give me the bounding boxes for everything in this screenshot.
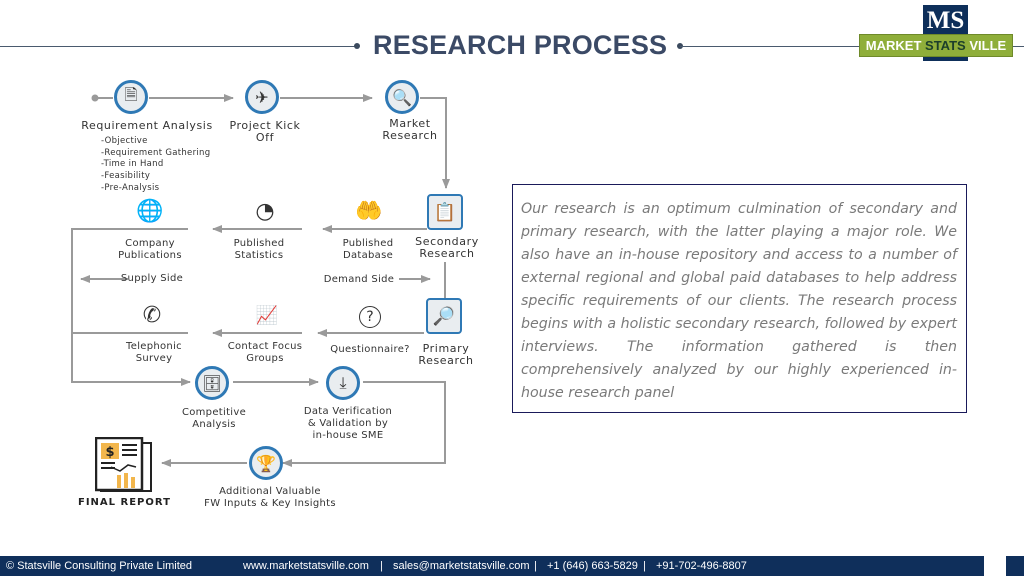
label-line: Research [419,247,475,260]
label-line: Data Verification [303,406,393,417]
telephonic-survey-label: Telephonic Survey [118,341,190,365]
connector-supply-to-competitive [71,228,191,386]
label-line: Telephonic [126,341,182,352]
footer-website-link[interactable]: www.marketstatsville.com [243,560,369,572]
final-report-label: FINAL REPORT [78,497,171,508]
primary-research-label: Primary Research [410,343,482,367]
logo-wordmark: MARKET STATS VILLE [859,34,1013,57]
footer-separator: | [534,560,537,572]
header-rule-left-dot [354,43,360,49]
company-publications-label: Company Publications [112,238,188,262]
page-title: RESEARCH PROCESS [373,30,668,60]
subitem: -Time in Hand [101,159,164,170]
header-rule-left [0,46,356,47]
label-line: Groups [246,353,284,364]
footer-corner-block [1006,556,1024,576]
market-research-label: Market Research [370,118,450,142]
header-rule-right [680,46,860,47]
label-line: Company [125,238,175,249]
label-line: Research [418,354,474,367]
label-line: Off [255,131,275,144]
label-line: Secondary [415,235,479,248]
footer-bar: © Statsville Consulting Private Limited … [0,556,984,576]
label-line: in-house SME [312,430,384,441]
additional-inputs-label: Additional Valuable FW Inputs & Key Insi… [196,486,344,510]
published-statistics-label: Published Statistics [222,238,296,262]
label-line: Statistics [234,250,284,261]
requirement-analysis-label: Requirement Analysis [81,119,213,132]
question-icon: ? [355,303,385,328]
footer-phone-us: +1 (646) 663-5829 [547,560,638,572]
contact-focus-groups-label: Contact Focus Groups [222,341,308,365]
requirement-analysis-subitems: -Objective -Requirement Gathering -Time … [101,136,210,195]
footer-separator: | [643,560,646,572]
footer-copyright: © Statsville Consulting Private Limited [6,560,193,572]
research-description: Our research is an optimum culmination o… [512,184,967,413]
label-line: & Validation by [307,418,389,429]
demand-side-label: Demand Side [323,274,395,285]
label-line: Survey [135,353,173,364]
logo-word-market: MARKET [865,38,922,53]
server-check-icon: 🗄 [195,366,229,400]
money-hand-icon: 🤲 [355,199,383,224]
label-line: Published [233,238,285,249]
clipboard-icon: 📋 [427,194,463,230]
laptop-download-icon: ⤓ [326,366,360,400]
subitem: -Feasibility [101,171,151,182]
footer-email-link[interactable]: sales@marketstatsville.com [393,560,530,572]
trophy-icon: 🏆 [249,446,283,480]
subitem: -Pre-Analysis [101,182,160,193]
magnifier-chart-icon: 🔍 [385,80,419,114]
footer-phone-in: +91-702-496-8807 [656,560,747,572]
supply-side-label: Supply Side [120,273,184,284]
report-icon: $ [94,436,152,492]
connector-market-to-secondary [420,97,450,189]
line-chart-icon: 📈 [255,305,279,326]
label-line: Market [389,117,431,130]
subitem: -Objective [101,136,148,146]
connector-verification-to-insights [282,381,446,467]
project-kickoff-label: Project Kick Off [222,120,308,144]
airplane-icon: ✈ [245,80,279,114]
published-database-label: Published Database [332,238,404,262]
label-line: Database [342,250,394,261]
pie-chart-icon: ◔ [255,199,275,224]
label-line: Contact Focus [227,341,303,352]
label-line: Analysis [192,419,236,430]
logo-word-stats: STATS [925,38,966,53]
globe-icon: 🌐 [136,199,164,224]
phone-icon: ✆ [142,303,162,328]
label-line: Additional Valuable [219,486,321,497]
competitive-analysis-label: Competitive Analysis [176,407,252,431]
logo-word-ville: VILLE [969,38,1007,53]
logo-monogram-text: MS [926,7,965,34]
secondary-research-label: Secondary Research [410,236,484,260]
label-line: Publications [118,250,182,261]
subitem: -Requirement Gathering [101,147,211,158]
report-dollar-symbol: $ [105,445,114,460]
label-line: Research [382,129,438,142]
label-line: Project Kick [229,119,301,132]
data-verification-label: Data Verification & Validation by in-hou… [296,406,400,442]
questionnaire-label: Questionnaire? [330,344,410,355]
label-line: FW Inputs & Key Insights [204,498,336,509]
footer-separator: | [380,560,383,572]
label-line: Primary [422,342,470,355]
document-chart-icon: 🗎 [114,80,148,114]
label-line: Competitive [181,407,247,418]
header-rule-far-right [1012,46,1024,47]
label-line: Published [342,238,394,249]
research-analysis-icon: 🔎 [426,298,462,334]
